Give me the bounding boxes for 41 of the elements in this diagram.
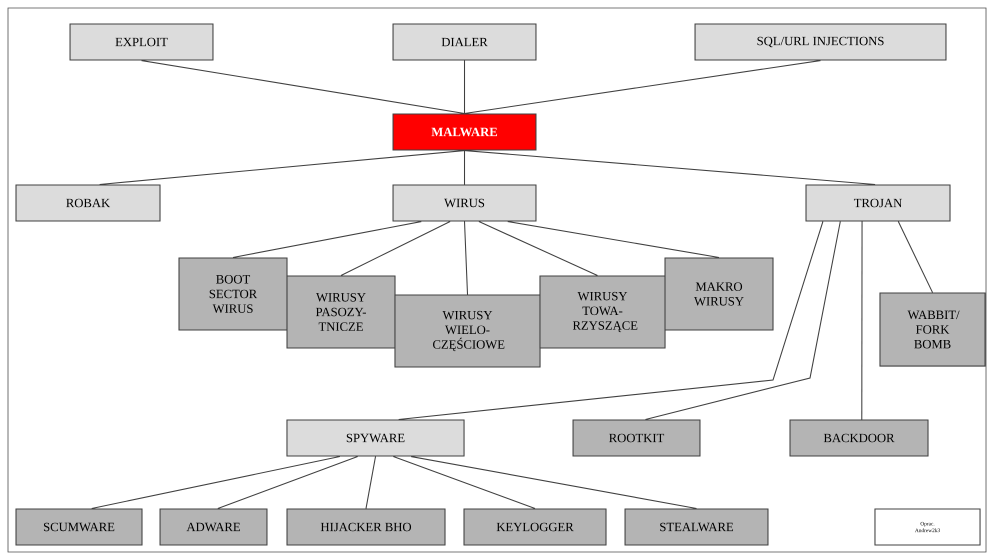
connector-line: [478, 221, 598, 276]
connector-line: [232, 221, 422, 258]
category-box: TROJAN: [805, 184, 951, 222]
connector-line: [464, 150, 876, 185]
connector-line: [393, 456, 536, 509]
connector-line: [340, 221, 450, 276]
category-box: SQL/URL INJECTIONS: [694, 23, 946, 61]
category-box: ROOTKIT: [572, 419, 700, 457]
connector-line: [218, 456, 358, 509]
category-box: SPYWARE: [286, 419, 465, 457]
category-box: HIJACKER BHO: [286, 508, 446, 546]
category-box: SCUMWARE: [15, 508, 143, 546]
root-box: MALWARE: [392, 113, 536, 151]
connector-line: [645, 221, 841, 420]
category-box: WABBIT/ FORK BOMB: [879, 292, 986, 367]
category-box: BOOT SECTOR WIRUS: [178, 257, 288, 331]
connector-line: [464, 150, 466, 184]
connector-line: [898, 221, 933, 293]
connector-line: [365, 456, 376, 509]
connector-line: [464, 60, 821, 114]
category-box: MAKRO WIRUSY: [664, 257, 774, 331]
category-box: WIRUSY WIELO- CZĘŚCIOWE: [394, 294, 541, 368]
category-box: DIALER: [392, 23, 536, 61]
connector-line: [861, 222, 863, 420]
connector-line: [464, 222, 468, 294]
category-box: BACKDOOR: [789, 419, 929, 457]
connector-line: [508, 221, 720, 258]
category-box: STEALWARE: [624, 508, 769, 546]
category-box: ROBAK: [15, 184, 161, 222]
connector-line: [464, 60, 466, 114]
category-box: ADWARE: [160, 508, 268, 546]
connector-line: [92, 456, 340, 509]
category-box: WIRUSY TOWA- RZYSZĄCE: [539, 275, 666, 349]
connector-line: [141, 60, 465, 114]
category-box: WIRUS: [392, 184, 536, 222]
category-box: KEYLOGGER: [463, 508, 607, 546]
category-box: EXPLOIT: [70, 23, 214, 61]
connector-line: [411, 456, 697, 509]
connector-line: [398, 221, 824, 420]
category-box: WIRUSY PASOZY- TNICZE: [286, 275, 396, 349]
connector-line: [100, 150, 465, 185]
